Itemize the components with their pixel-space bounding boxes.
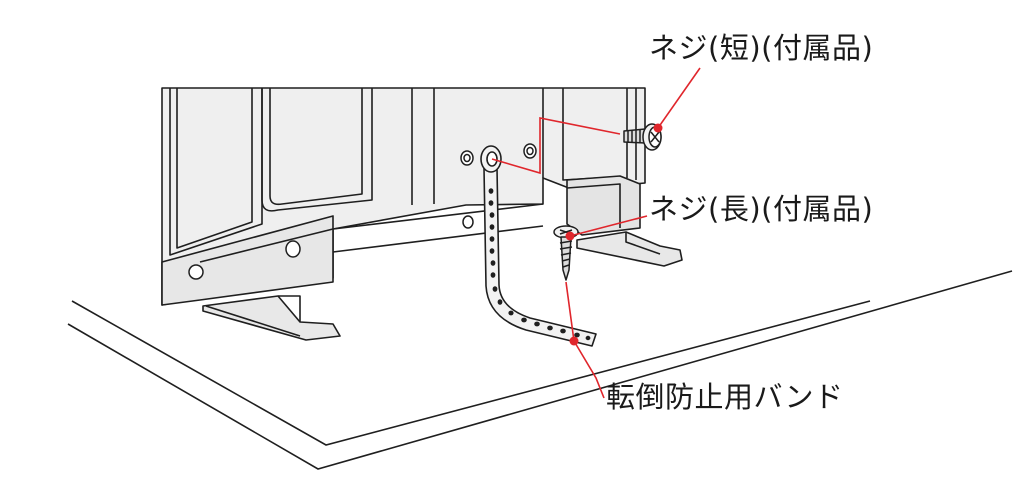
- mounting-holes: [188, 143, 537, 280]
- anti-tip-band-holes: [488, 188, 591, 341]
- callout-dots: [565, 123, 663, 346]
- label-screw-short: ネジ(短)(付属品): [649, 31, 874, 65]
- screw-short: [623, 123, 662, 151]
- label-anti-tip-band: 転倒防止用バンド: [606, 380, 844, 414]
- floor-outline: [67, 270, 1013, 470]
- stand-foot-left: [202, 295, 341, 341]
- stand-right: [566, 175, 683, 267]
- callout-lines: [491, 67, 701, 399]
- label-screw-long: ネジ(長)(付属品): [649, 192, 874, 226]
